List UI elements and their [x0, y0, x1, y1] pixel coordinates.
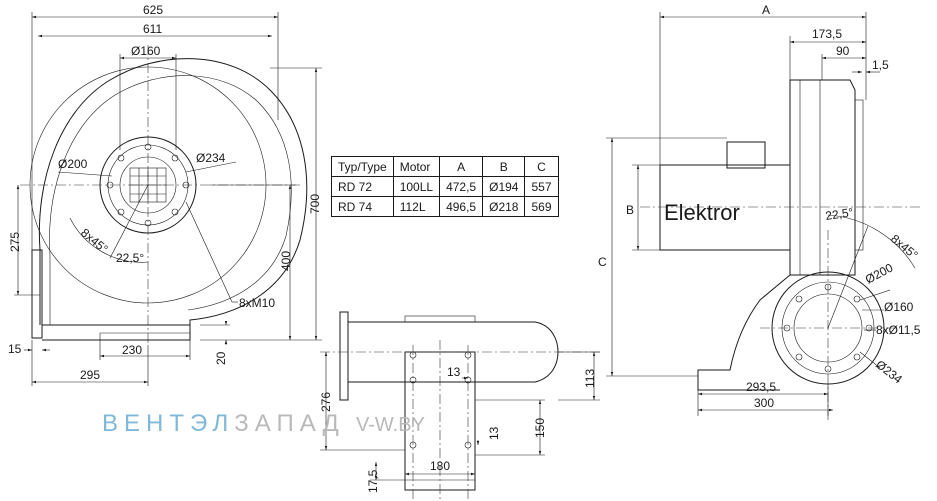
dim-180: 180 [430, 459, 450, 473]
cell-type: RD 72 [331, 176, 394, 197]
dim-230: 230 [122, 343, 142, 357]
bottom-view: 276 13 13 150 180 17,5 113 [319, 311, 600, 500]
col-type: Typ/Type [331, 156, 394, 177]
dim-bolt-dia: Ø234 [196, 151, 226, 165]
front-view: 625 611 Ø160 Ø200 Ø234 8x45° 22,5° 8xM10… [8, 3, 322, 386]
watermark-brand: ВЕНТЭЛЗАПАД [102, 410, 345, 438]
cell-type: RD 74 [331, 196, 394, 217]
cell-c: 569 [524, 196, 559, 217]
dim-173-5: 173,5 [812, 27, 842, 41]
cell-a: 472,5 [439, 176, 484, 197]
cell-c: 557 [524, 176, 559, 197]
dim-flange-dia: Ø200 [58, 157, 88, 171]
side-view: Elektror A 173,5 90 1,5 B C 22,5° 8x45° … [598, 3, 921, 420]
watermark-part1: ВЕНТЭЛ [102, 410, 235, 437]
dim-113: 113 [583, 369, 597, 388]
dim-400: 400 [279, 251, 293, 271]
cell-motor: 100LL [392, 176, 441, 197]
dim-C: C [598, 255, 607, 269]
cell-b: Ø194 [482, 176, 526, 197]
dim-300: 300 [754, 396, 774, 410]
dim-13a: 13 [447, 365, 461, 379]
side-bolt-angle: 8x45° [888, 232, 921, 263]
watermark-url: V-W.BY [356, 414, 425, 436]
dim-611: 611 [143, 22, 162, 36]
dim-17-5: 17,5 [366, 469, 380, 493]
side-holes: 8xØ11,5 [876, 323, 921, 337]
table-header-row: Typ/Type Motor A B C [331, 156, 559, 177]
spec-table: Typ/Type Motor A B C RD 72 100LL 472,5 Ø… [331, 156, 559, 217]
table-row: RD 74 112L 496,5 Ø218 569 [331, 196, 559, 217]
side-dia-234: Ø234 [873, 357, 905, 386]
col-motor: Motor [392, 156, 441, 177]
dim-inlet-dia: Ø160 [131, 44, 161, 58]
cell-motor: 112L [392, 196, 441, 217]
dim-90: 90 [836, 44, 850, 58]
table-row: RD 72 100LL 472,5 Ø194 557 [331, 176, 559, 197]
dim-13b: 13 [487, 426, 501, 440]
dim-A: A [762, 3, 770, 17]
dim-bolt-angle: 8x45° [78, 226, 111, 257]
col-a: A [439, 156, 484, 177]
dim-B: B [626, 203, 634, 217]
dim-20: 20 [214, 351, 228, 365]
dim-295: 295 [80, 368, 100, 382]
cell-a: 496,5 [439, 196, 484, 217]
dim-1-5: 1,5 [872, 58, 889, 72]
dim-offset-angle: 22,5° [116, 251, 144, 265]
side-dia-160: Ø160 [884, 300, 914, 314]
dim-15: 15 [8, 342, 22, 356]
dim-625: 625 [143, 3, 163, 17]
dim-293-5: 293,5 [746, 380, 776, 394]
col-c: C [524, 156, 559, 177]
dim-700: 700 [308, 194, 322, 214]
dim-150: 150 [533, 418, 547, 438]
dim-276: 276 [319, 392, 333, 412]
watermark-part2: ЗАПАД [234, 410, 345, 437]
cell-b: Ø218 [482, 196, 526, 217]
side-dia-200: Ø200 [863, 260, 896, 286]
brand-label: Elektror [664, 200, 740, 225]
dim-bolts: 8xM10 [239, 296, 275, 310]
col-b: B [482, 156, 526, 177]
side-angle: 22,5° [824, 205, 854, 223]
dim-275: 275 [8, 232, 22, 252]
